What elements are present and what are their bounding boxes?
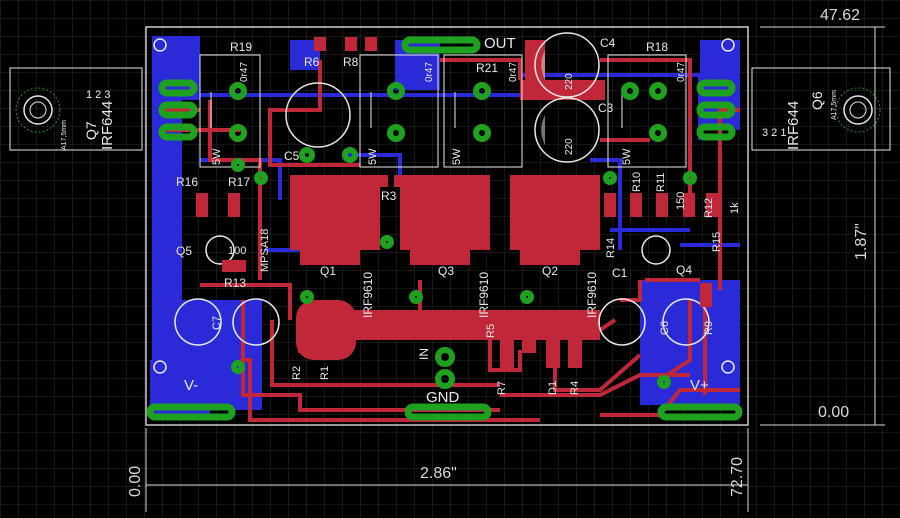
resistor-outlines [199, 54, 687, 168]
label-irf644-q6: IRF644 [785, 101, 802, 150]
q7-heatsink [9, 67, 143, 151]
label-q2: Q2 [542, 264, 558, 278]
capacitors [174, 32, 710, 346]
label-r2: R2 [291, 366, 303, 380]
label-r1: R1 [319, 366, 331, 380]
label-220-c4: 220 [564, 73, 575, 90]
dim-height: 1.87" [853, 223, 870, 260]
label-q7: Q7 [83, 121, 99, 140]
label-c3: C3 [598, 101, 614, 115]
label-v100: 100 [228, 245, 246, 257]
label-irf9610-q1: IRF9610 [361, 272, 375, 318]
connector-pads [146, 36, 743, 421]
label-c7: C7 [211, 316, 223, 330]
th-pads [229, 82, 697, 389]
label-r21: R21 [476, 61, 498, 75]
label-d1: D1 [547, 381, 559, 395]
label-or47-r19: 0r47 [239, 62, 250, 82]
label-220-c3: 220 [564, 138, 575, 155]
label-or47-r21: 0r47 [508, 62, 519, 82]
label-irf9610-q2: IRF9610 [585, 272, 599, 318]
label-r11: R11 [655, 173, 667, 192]
silkscreen-labels: OUT GND IN V- V+ R19 R6 R8 R21 C4 R18 C5… [61, 35, 838, 406]
label-pins-q7: 1 2 3 [86, 89, 110, 101]
label-r7: R7 [496, 381, 508, 395]
label-out: OUT [484, 35, 516, 52]
label-v150: 150 [675, 192, 687, 210]
label-5w-r21: 5W [451, 148, 463, 165]
label-c1: C1 [612, 266, 628, 280]
label-r6: R6 [304, 55, 320, 69]
board-outline [145, 26, 749, 426]
bottom-traces [160, 73, 740, 252]
label-q6: Q6 [809, 91, 825, 110]
label-q1: Q1 [320, 264, 336, 278]
label-a175-q7: A17,5mm [61, 120, 68, 150]
label-or47-r18: 0r47 [676, 62, 687, 82]
label-vminus: V- [184, 377, 198, 394]
label-q4: Q4 [676, 263, 692, 277]
label-c6: C6 [659, 321, 671, 335]
label-r12: R12 [703, 198, 715, 218]
label-q5: Q5 [176, 244, 192, 258]
label-in: IN [417, 348, 431, 360]
label-mpsa18: MPSA18 [259, 229, 271, 272]
label-a175-q6: A17,5mm [831, 90, 838, 120]
label-r9: R9 [703, 321, 715, 335]
label-r14: R14 [605, 238, 617, 258]
label-5w-r18: 5W [621, 148, 633, 165]
label-gnd: GND [426, 389, 460, 406]
label-r3: R3 [381, 189, 397, 203]
dim-bottom-right: 72.70 [729, 457, 746, 497]
dim-right-zero: 0.00 [818, 404, 849, 421]
label-r19: R19 [230, 40, 252, 54]
dimension-labels: 47.62 0.00 1.87" 2.86" 0.00 72.70 [127, 7, 870, 497]
label-vplus: V+ [690, 377, 709, 394]
label-r5: R5 [485, 324, 497, 338]
label-or47-r8: 0r47 [424, 62, 435, 82]
smd-pads [196, 37, 718, 368]
label-irf9610-q3: IRF9610 [477, 272, 491, 318]
label-5w-r19: 5W [211, 148, 223, 165]
label-r17: R17 [228, 175, 250, 189]
label-irf644-q7: IRF644 [99, 101, 116, 150]
label-c5: C5 [284, 149, 300, 163]
label-q3: Q3 [438, 264, 454, 278]
label-r18: R18 [646, 40, 668, 54]
dim-width: 2.86" [420, 465, 457, 482]
label-5w-r8: 5W [367, 148, 379, 165]
capacitor-fills [541, 50, 545, 145]
label-r15: R15 [711, 232, 723, 252]
mounting-holes [153, 38, 735, 374]
q6-heatsink [751, 67, 891, 151]
label-r10: R10 [631, 172, 643, 192]
label-pins-q6: 3 2 1 [762, 127, 786, 139]
dim-top-right: 47.62 [820, 7, 860, 24]
label-r13: R13 [224, 276, 246, 290]
dim-bottom-left-zero: 0.00 [127, 466, 144, 497]
label-v1k: 1k [729, 202, 741, 214]
label-r8: R8 [343, 55, 359, 69]
label-c4: C4 [600, 36, 616, 50]
top-traces [160, 58, 740, 422]
label-r16: R16 [176, 175, 198, 189]
label-r4: R4 [569, 381, 581, 395]
dimension-lines [145, 26, 885, 512]
